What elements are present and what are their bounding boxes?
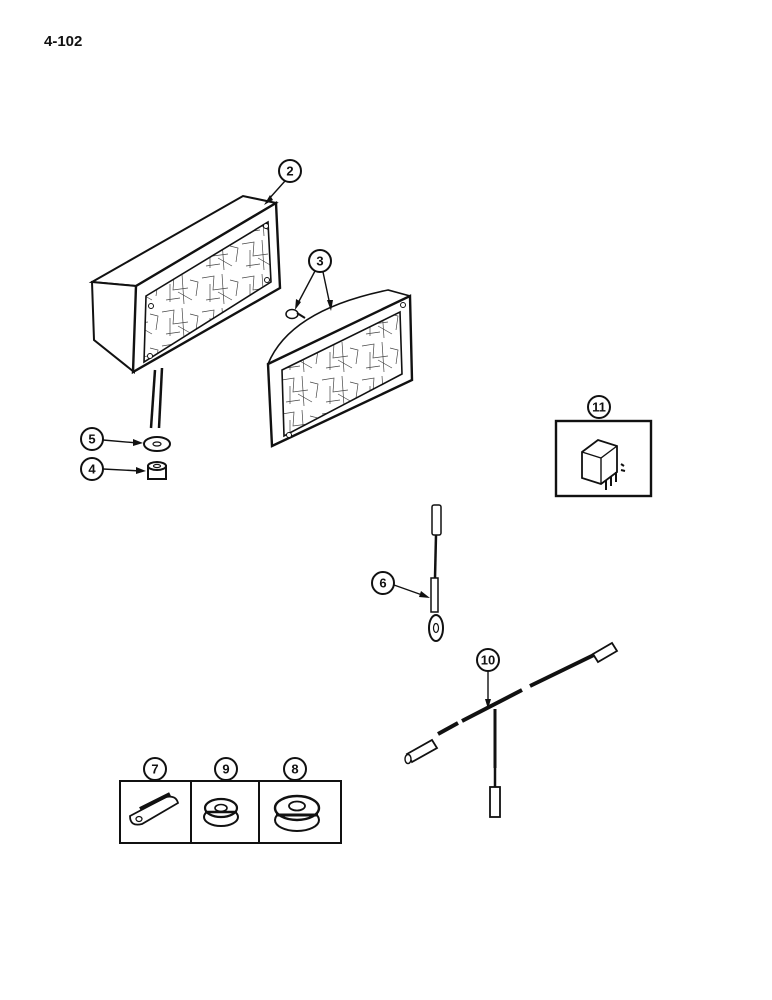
callout-11-label: 11	[592, 400, 606, 415]
callout-6-label: 6	[379, 576, 386, 591]
callout-4: 4	[80, 457, 146, 481]
washer	[143, 436, 171, 452]
callout-5: 5	[80, 427, 143, 451]
lock-nut	[147, 461, 167, 480]
lamp-lens-bezel	[266, 289, 414, 448]
callout-3: 3	[295, 249, 333, 311]
lens-screw	[285, 308, 306, 320]
ground-wire-lead	[428, 504, 444, 642]
callout-10: 10	[476, 648, 500, 709]
page-number: 4-102	[44, 33, 83, 50]
callout-9-label: 9	[222, 762, 229, 777]
callout-3-label: 3	[316, 254, 323, 269]
callout-11: 11	[587, 395, 611, 419]
callout-4-label: 4	[88, 462, 96, 477]
relay-box	[554, 419, 653, 498]
callout-10-label: 10	[481, 653, 495, 668]
callout-2-label: 2	[286, 164, 293, 179]
large-grommet	[273, 794, 321, 832]
small-grommet	[203, 797, 239, 827]
callout-9: 9	[214, 757, 238, 781]
work-lamp-housing	[88, 194, 282, 429]
callout-7: 7	[143, 757, 167, 781]
callout-5-label: 5	[88, 432, 95, 447]
callout-8-label: 8	[291, 762, 298, 777]
callout-2: 2	[264, 159, 302, 205]
t-wire-harness	[404, 641, 619, 818]
callout-8: 8	[283, 757, 307, 781]
callout-7-label: 7	[151, 762, 158, 777]
cable-clip	[129, 792, 180, 826]
callout-6: 6	[371, 571, 430, 598]
